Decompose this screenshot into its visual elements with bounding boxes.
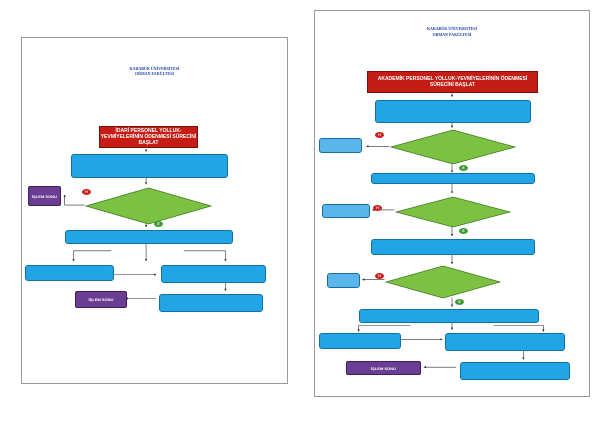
left-connector-arrows (63, 149, 227, 300)
right-badge-yes-2: E (459, 228, 468, 234)
right-header-faculty: ORMAN FAKÜLTESİ (432, 32, 472, 37)
right-document-page: KARABÜK ÜNİVERSİTESİ ORMAN FAKÜLTESİ AKA… (314, 10, 590, 397)
right-step-2 (371, 173, 535, 184)
right-badge-no-1: H (375, 132, 384, 138)
left-badge-no: H (82, 189, 91, 195)
right-step-5-branch (319, 333, 401, 349)
right-side-box-2 (322, 204, 370, 218)
left-decision-1 (85, 187, 212, 225)
left-step-1 (71, 154, 228, 178)
right-step-1 (375, 100, 531, 123)
right-decision-1 (390, 129, 516, 165)
left-header-university: KARABÜK ÜNİVERSİTESİ (129, 66, 180, 71)
left-document-page: KARABÜK ÜNİVERSİTESİ ORMAN FAKÜLTESİ İDA… (21, 37, 288, 384)
right-start-title-box: AKADEMİK PERSONEL YOLLUK-YEVMİYELERİNİN … (367, 71, 538, 93)
left-end-box-2: İŞLEM SONU (75, 291, 127, 308)
right-badge-yes-1: E (459, 165, 468, 171)
right-decision-3 (385, 265, 501, 299)
left-step-5 (159, 294, 263, 312)
right-step-3 (371, 239, 535, 255)
right-step-7 (460, 362, 570, 380)
left-header-faculty: ORMAN FAKÜLTESİ (134, 71, 174, 76)
right-badge-yes-3: E (455, 299, 464, 305)
right-badge-no-3: H (375, 273, 384, 279)
right-decision-2 (395, 196, 511, 228)
left-end-box-1: İŞLEM SONU (28, 186, 61, 206)
right-side-box-1 (319, 138, 362, 153)
right-badge-no-2: H (373, 205, 382, 211)
right-side-box-3 (327, 273, 360, 288)
right-end-box: İŞLEM SONU (346, 361, 421, 375)
left-badge-yes: E (154, 221, 163, 227)
left-step-2 (65, 230, 233, 244)
right-step-6-branch (445, 333, 565, 351)
left-step-4-branch (161, 265, 266, 283)
right-step-4 (359, 309, 539, 323)
left-start-title-box: İDARİ PERSONEL YOLLUK-YEVMİYELERİNİN ÖDE… (99, 126, 198, 148)
right-header-university: KARABÜK ÜNİVERSİTESİ (426, 26, 478, 31)
left-step-3-branch (25, 265, 114, 281)
